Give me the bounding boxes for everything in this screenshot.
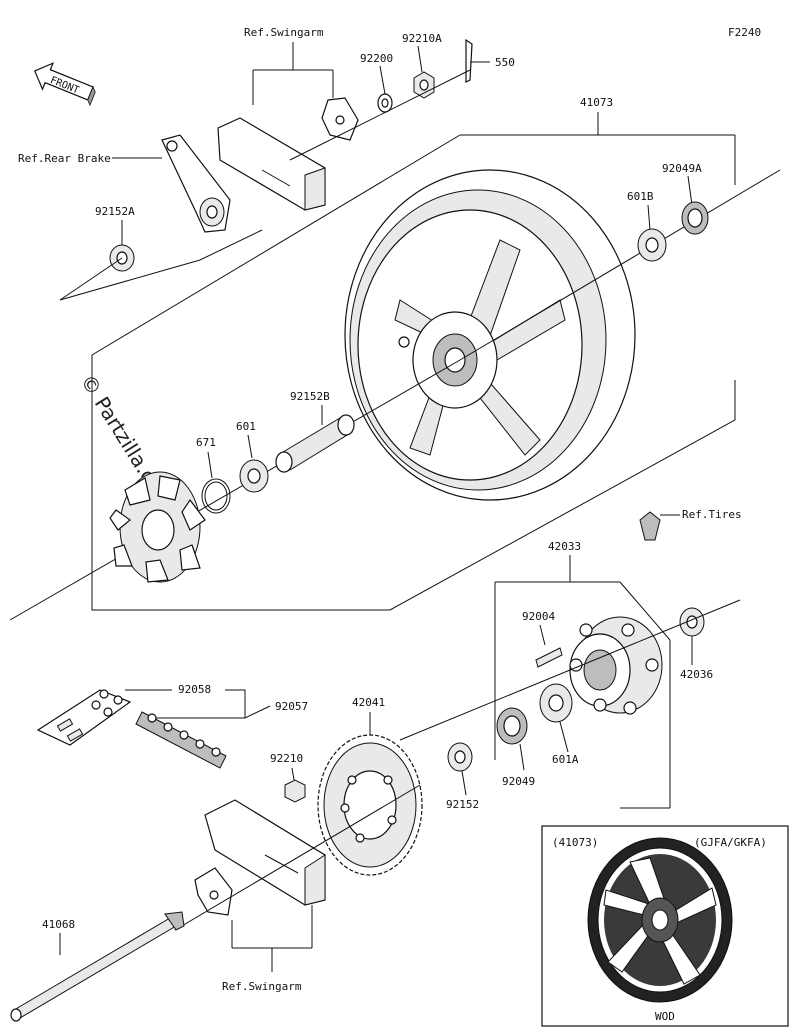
part-92152B-label: 92152B	[290, 390, 330, 403]
bearing-601A	[539, 683, 573, 723]
part-41073-label: 41073	[580, 96, 613, 109]
variant-inset: (41073) (GJFA/GKFA) WOD	[541, 825, 789, 1027]
front-arrow-icon: FRONT	[33, 62, 96, 107]
circlip-671	[201, 478, 231, 514]
chain-adjuster-plate-top	[321, 97, 359, 141]
stud-92004	[535, 647, 563, 668]
rear-sprocket-42041	[317, 734, 423, 876]
sprocket-hub-42033	[569, 616, 663, 715]
cotter-pin-550	[465, 38, 473, 83]
part-42041-label: 42041	[352, 696, 385, 709]
part-92004-label: 92004	[522, 610, 555, 623]
inset-models-label: (GJFA/GKFA)	[694, 836, 767, 849]
part-42033-label: 42033	[548, 540, 581, 553]
part-92049A-label: 92049A	[662, 162, 702, 175]
part-92049-label: 92049	[502, 775, 535, 788]
inset-part-label: (41073)	[552, 836, 598, 849]
swingarm-fragment-top	[217, 117, 326, 211]
part-601B-label: 601B	[627, 190, 654, 203]
part-41068-label: 41068	[42, 918, 75, 931]
diagram-code: F2240	[728, 26, 761, 39]
part-92152-label: 92152	[446, 798, 479, 811]
collar-92152A	[109, 244, 135, 272]
collar-42036	[679, 607, 705, 637]
part-601-label: 601	[236, 420, 256, 433]
wheel-group-bracket	[91, 112, 736, 611]
inset-wheel-variant	[587, 837, 733, 1003]
ref-swingarm-bottom-leader	[231, 905, 313, 972]
inset-caption: WOD	[655, 1010, 675, 1023]
collar-92152	[447, 742, 473, 772]
rear-brake-torque-link	[161, 134, 231, 233]
ref-swingarm-bottom-label: Ref.Swingarm	[222, 980, 302, 993]
ref-tires-label: Ref.Tires	[682, 508, 742, 521]
ref-swingarm-top-leader	[252, 42, 334, 105]
part-42036-label: 42036	[680, 668, 713, 681]
hub-damper-rubber	[109, 471, 206, 583]
tire-valve	[639, 511, 661, 541]
seal-92049A	[681, 201, 709, 235]
drive-chain-92057	[135, 711, 227, 769]
chain-adjuster-plate-bottom	[194, 867, 233, 916]
ref-rear-brake-label: Ref.Rear Brake	[18, 152, 111, 165]
nut-92210	[284, 779, 306, 803]
part-550-label: 550	[495, 56, 515, 69]
sprocket-hub-group-bracket	[494, 555, 671, 809]
rear-axle-41068	[10, 911, 185, 1022]
part-601A-label: 601A	[552, 753, 579, 766]
part-92210A-label: 92210A	[402, 32, 442, 45]
bearing-601	[239, 459, 269, 493]
part-92210-label: 92210	[270, 752, 303, 765]
seal-92049	[496, 707, 528, 745]
collar-92152B	[275, 414, 355, 473]
part-671-label: 671	[196, 436, 216, 449]
swingarm-fragment-bottom	[204, 799, 326, 906]
ref-swingarm-top-label: Ref.Swingarm	[244, 26, 324, 39]
part-92057-label: 92057	[275, 700, 308, 713]
chain-joint-92058	[36, 689, 132, 746]
bearing-601B	[637, 228, 667, 262]
part-92200-label: 92200	[360, 52, 393, 65]
part-92152A-label: 92152A	[95, 205, 135, 218]
rear-wheel-41073	[344, 169, 636, 501]
part-92058-label: 92058	[178, 683, 211, 696]
